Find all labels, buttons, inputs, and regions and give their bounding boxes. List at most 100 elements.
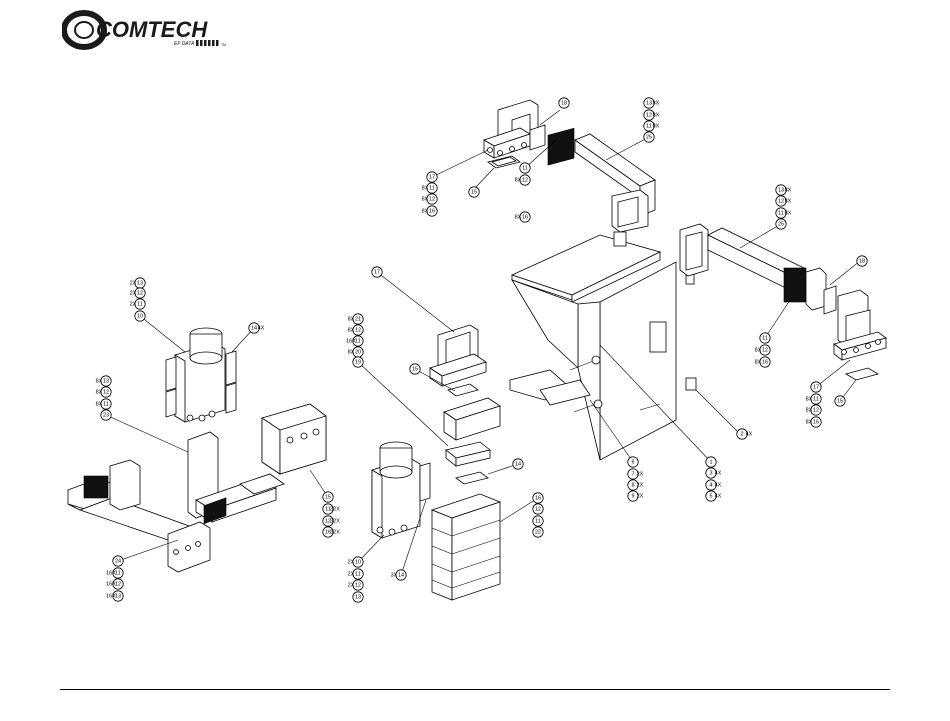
callout-number: 15: [471, 189, 477, 195]
callout-quantity: 16X: [106, 570, 116, 576]
callout-circle: [352, 335, 364, 347]
callout-circle: [759, 344, 771, 356]
callout-quantity: 8X: [96, 389, 103, 395]
callout-quantity: 2X: [637, 471, 644, 477]
callout-balloon: 14: [512, 458, 524, 470]
callout-balloon: 17: [426, 171, 438, 183]
callout-number: 13: [778, 187, 784, 193]
callout-circle: [352, 356, 364, 368]
callout-balloon: 15: [322, 491, 334, 503]
callout-quantity: 2X: [348, 559, 355, 565]
callout-circle: [322, 491, 334, 503]
callout-quantity: 8X: [422, 185, 429, 191]
callout-number: 11: [535, 518, 541, 524]
callout-circle: [426, 182, 438, 194]
callout-number: 7: [631, 471, 634, 477]
callout-number: 12: [137, 290, 143, 296]
callout-quantity: 8X: [806, 419, 813, 425]
callout-circle: [643, 120, 655, 132]
callout-quantity: 2X: [130, 280, 137, 286]
callout-number: 12: [813, 407, 819, 413]
callout-number: 13: [137, 280, 143, 286]
callout-circle: [352, 579, 364, 591]
callout-number: 13: [646, 100, 652, 106]
callout-circle: [352, 556, 364, 568]
callout-number: 11: [103, 401, 109, 407]
callout-balloon: 10: [134, 310, 146, 322]
callout-number: 19: [355, 359, 361, 365]
callout-number: 15: [412, 366, 418, 372]
callout-quantity: 8X: [806, 396, 813, 402]
callout-number: 11: [813, 396, 819, 402]
callout-quantity: 8X: [785, 210, 792, 216]
callout-quantity: 16X: [106, 581, 116, 587]
callout-balloon: 12: [532, 503, 544, 515]
callout-circle: [352, 591, 364, 603]
callout-quantity: 8X: [806, 407, 813, 413]
callout-balloon: 24: [112, 555, 124, 567]
left-waveguide-run: [67, 459, 211, 573]
callout-circle: [810, 381, 822, 393]
callout-number: 11: [522, 165, 528, 171]
left-waveguide-bend: [187, 431, 285, 525]
callout-quantity: 8X: [348, 316, 355, 322]
callout-balloon: 1: [705, 456, 717, 468]
callout-number: 11: [646, 123, 652, 129]
callout-number: 21: [355, 316, 361, 322]
filter-stack: [430, 493, 502, 601]
callout-number: 5: [709, 493, 712, 499]
callout-number: 15: [837, 398, 843, 404]
callout-balloon: 23: [100, 409, 112, 421]
callout-circle: [112, 567, 124, 579]
logo-wordmark: COMTECH: [96, 17, 208, 42]
callout-number: 11: [355, 571, 361, 577]
callout-quantity: 4X: [715, 493, 722, 499]
callout-quantity: 2X: [130, 301, 137, 307]
mounting-bracket: [509, 231, 697, 461]
callout-quantity: 3X: [391, 572, 398, 578]
callout-number: 14: [398, 572, 404, 578]
callout-circle: [627, 490, 639, 502]
callout-circle: [426, 171, 438, 183]
callout-circle: [468, 186, 480, 198]
logo-bars-icon: [196, 40, 219, 46]
callout-circle: [100, 409, 112, 421]
callout-circle: [426, 205, 438, 217]
callout-number: 16: [522, 214, 528, 220]
circulator-bottom: [371, 441, 431, 539]
gasket-18-right: [823, 285, 837, 315]
callout-circle: [134, 310, 146, 322]
callout-balloon: 25: [643, 131, 655, 143]
callout-number: 17: [374, 269, 380, 275]
callout-circle: [409, 363, 421, 375]
callout-quantity: 8X: [755, 347, 762, 353]
callout-circle: [532, 526, 544, 538]
callout-quantity: 16X: [346, 338, 356, 344]
callout-number: 11: [355, 338, 361, 344]
callout-circle: [519, 174, 531, 186]
callout-balloon: 6: [627, 456, 639, 468]
callout-number: 14: [515, 461, 521, 467]
callout-quantity: 4X: [258, 325, 265, 331]
callout-balloon: 16: [532, 492, 544, 504]
